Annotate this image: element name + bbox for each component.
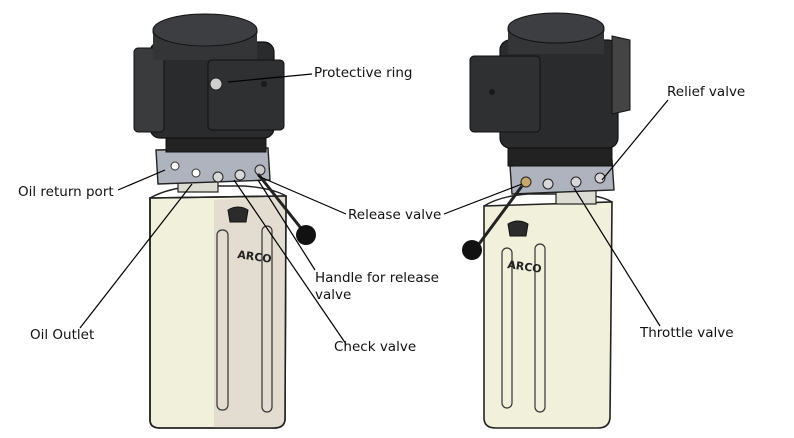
label-oil-outlet: Oil Outlet (30, 327, 95, 343)
label-protective-ring: Protective ring (314, 65, 413, 81)
leader-release-valve-right (443, 183, 523, 215)
label-throttle-valve: Throttle valve (640, 325, 734, 341)
left-junction-box (207, 59, 285, 131)
left-release-knob (296, 225, 316, 245)
leader-check-valve (233, 179, 347, 345)
leader-handle (257, 179, 316, 271)
right-power-unit: ARCO (462, 12, 631, 429)
right-sight-glass-slot (501, 247, 513, 409)
left-tank-brand: ARCO (237, 248, 273, 266)
leader-oil-return-port (117, 169, 166, 191)
left-filler-cap (227, 206, 249, 223)
label-relief-valve: Relief valve (667, 84, 746, 100)
right-oil-tank (483, 201, 613, 429)
leader-oil-outlet (79, 183, 193, 329)
left-sight-glass-slot-2 (261, 225, 273, 413)
right-release-lever (474, 185, 524, 249)
leader-release-valve-left (257, 175, 347, 215)
right-mounting-bracket (611, 35, 631, 115)
leader-relief-valve (601, 99, 669, 181)
label-check-valve: Check valve (334, 339, 417, 355)
leader-throttle-valve (573, 187, 661, 327)
right-tank-brand: ARCO (507, 258, 543, 276)
left-release-lever (256, 173, 306, 233)
right-filler-cap (507, 220, 529, 237)
label-handle-line1: Handle for release (315, 270, 439, 286)
left-power-unit: ARCO (133, 13, 316, 429)
left-tank-shadow-panel (214, 196, 286, 428)
leader-lines (79, 73, 669, 345)
leader-protective-ring (227, 73, 313, 83)
label-handle-line2: valve (315, 287, 352, 303)
left-tank-shoulder (149, 185, 287, 199)
right-release-knob (462, 240, 482, 260)
right-sight-glass-slot-2 (534, 243, 546, 413)
label-release-valve: Release valve (348, 207, 442, 223)
left-cable-gland (209, 77, 223, 91)
left-sight-glass-slot (216, 229, 229, 411)
label-oil-return-port: Oil return port (18, 184, 114, 200)
right-junction-box (469, 55, 541, 133)
